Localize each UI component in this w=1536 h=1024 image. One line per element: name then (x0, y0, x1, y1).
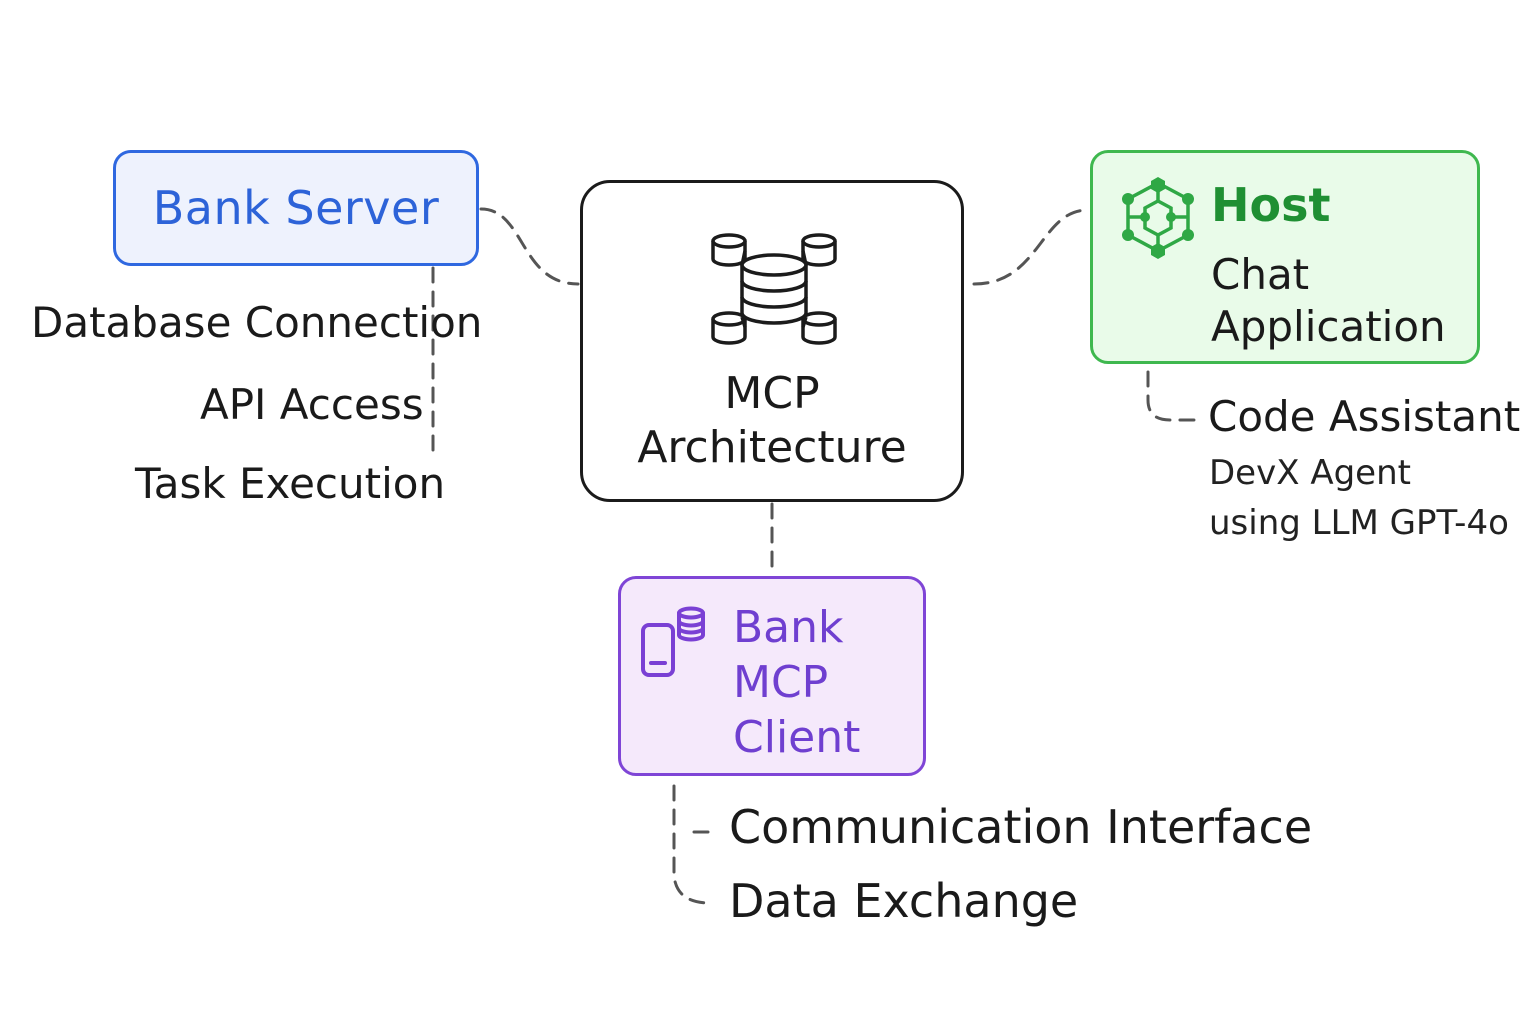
data-exchange-label: Data Exchange (729, 874, 1079, 928)
client-title-line1: Bank (733, 602, 844, 653)
connector-center-to-host (972, 208, 1090, 286)
client-title-line2: MCP (733, 657, 829, 708)
bank-server-box: Bank Server (113, 150, 479, 266)
host-title: Host (1211, 178, 1331, 232)
client-title-line3: Client (733, 712, 861, 763)
connector-server-to-center (479, 207, 580, 286)
bank-mcp-client-box: Bank MCP Client (618, 576, 926, 776)
code-assistant-label: Code Assistant (1208, 392, 1521, 441)
devx-agent-label: DevX Agent (1209, 453, 1411, 493)
db-small-br (801, 311, 837, 345)
host-subtitle-line1: Chat (1211, 250, 1310, 299)
center-title-line1: MCP (724, 368, 820, 419)
api-access-label: API Access (200, 380, 424, 429)
communication-interface-label: Communication Interface (729, 800, 1313, 854)
host-subtitle-line2: Application (1211, 302, 1446, 351)
bank-server-title: Bank Server (152, 181, 440, 235)
connector-client-to-comm (672, 784, 710, 905)
db-small-tr (801, 233, 837, 267)
mobile-database-icon (641, 606, 705, 677)
host-box: Host Chat Application (1090, 150, 1480, 364)
db-small-tl (711, 233, 747, 267)
task-execution-label: Task Execution (135, 459, 446, 508)
hexagon-network-icon (1122, 177, 1194, 259)
connector-host-to-code (1146, 370, 1198, 422)
mcp-architecture-box: MCP Architecture (580, 180, 964, 502)
llm-model-label: using LLM GPT-4o (1209, 503, 1509, 543)
database-cluster-icon (711, 233, 837, 345)
database-connection-label: Database Connection (31, 298, 483, 347)
db-small-bl (711, 311, 747, 345)
center-title-line2: Architecture (637, 422, 907, 473)
